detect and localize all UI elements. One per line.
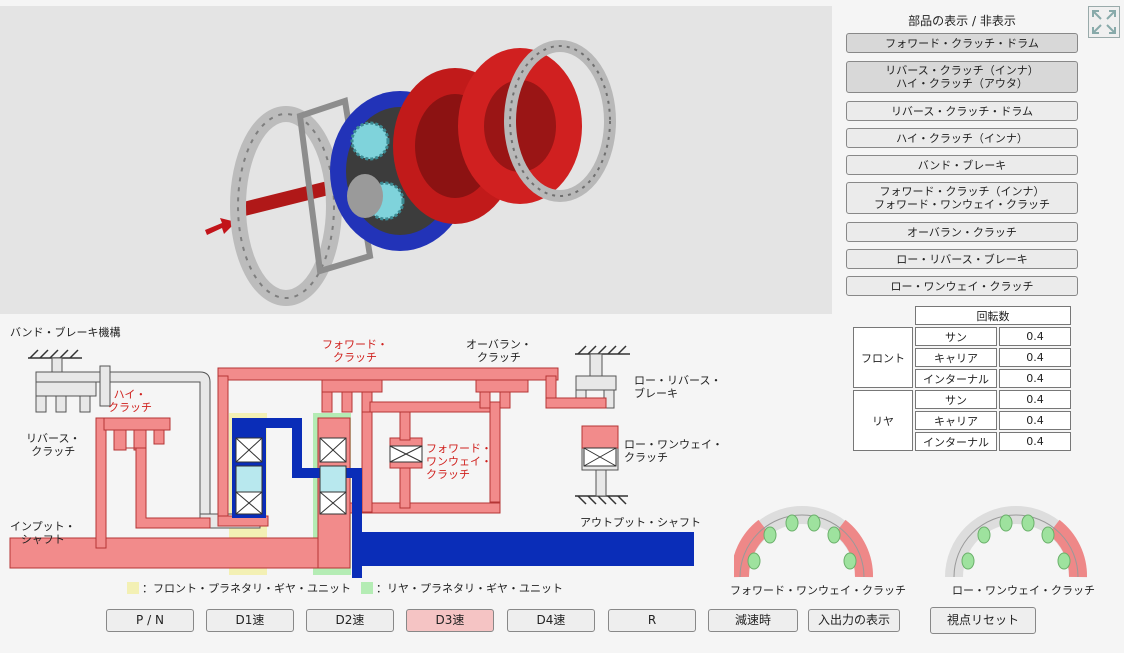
rear-internal-label: インターナル	[915, 432, 997, 451]
toggle-low-reverse-brake[interactable]: ロー・リバース・ブレーキ	[846, 249, 1078, 269]
toggle-low-oneway-clutch[interactable]: ロー・ワンウェイ・クラッチ	[846, 276, 1078, 296]
front-label: フロント	[853, 327, 913, 388]
part-label: リバース・クラッチ・ドラム	[890, 104, 1034, 118]
gear-r-button[interactable]: R	[608, 609, 696, 632]
rotation-table: 回転数 フロント サン 0.4 キャリア 0.4 インターナル 0.4 リヤ サ…	[851, 304, 1073, 453]
toggle-reverse-clutch-inner[interactable]: リバース・クラッチ（インナ） ハイ・クラッチ（アウタ）	[846, 61, 1078, 93]
transmission-3d-model[interactable]	[0, 6, 832, 314]
planetary-units	[235, 437, 617, 515]
gear-d1-button[interactable]: D1速	[206, 609, 294, 632]
input-arrow	[205, 218, 236, 235]
toggle-high-clutch-inner[interactable]: ハイ・クラッチ（インナ）	[846, 128, 1078, 148]
schematic-svg	[9, 345, 694, 594]
part-label: フォワード・ワンウェイ・クラッチ	[874, 198, 1050, 211]
toggle-forward-clutch-inner[interactable]: フォワード・クラッチ（インナ） フォワード・ワンウェイ・クラッチ	[846, 182, 1078, 214]
part-label: フォワード・クラッチ・ドラム	[885, 36, 1039, 50]
3d-viewport[interactable]	[0, 6, 832, 314]
rear-carrier-label: キャリア	[915, 411, 997, 430]
rear-carrier-value: 0.4	[999, 411, 1071, 430]
red-drum-2-inner	[484, 80, 556, 172]
power-flow-diagram: バンド・ブレーキ機構 ハイ・クラッチ リバース・クラッチ フォワード・クラッチ …	[0, 318, 832, 608]
part-label: ハイ・クラッチ（インナ）	[896, 131, 1028, 145]
part-label: バンド・ブレーキ	[917, 158, 1007, 172]
label-input-shaft: インプット・シャフト	[10, 520, 76, 546]
label-low-oneway-wheel: ロー・ワンウェイ・クラッチ	[952, 584, 1095, 597]
label-fwd-oneway-wheel: フォワード・ワンウェイ・クラッチ	[730, 584, 906, 597]
part-label: オーバラン・クラッチ	[907, 225, 1017, 239]
part-label: ロー・ワンウェイ・クラッチ	[890, 279, 1034, 293]
ground-hatches	[28, 345, 630, 505]
toggle-band-brake[interactable]: バンド・ブレーキ	[846, 155, 1078, 175]
front-sun-value: 0.4	[999, 327, 1071, 346]
toggle-reverse-clutch-drum[interactable]: リバース・クラッチ・ドラム	[846, 101, 1078, 121]
low-oneway-wheel	[945, 506, 1087, 578]
legend-rear-label: ：リヤ・プラネタリ・ギヤ・ユニット	[376, 582, 563, 595]
toggle-overrun-clutch[interactable]: オーバラン・クラッチ	[846, 222, 1078, 242]
forward-oneway-wheel	[734, 506, 873, 578]
toggle-forward-clutch-drum[interactable]: フォワード・クラッチ・ドラム	[846, 33, 1078, 53]
front-carrier-label: キャリア	[915, 348, 997, 367]
gear-d4-button[interactable]: D4速	[507, 609, 595, 632]
label-forward-clutch: フォワード・クラッチ	[322, 338, 388, 364]
low-reverse-ring-teeth	[509, 45, 611, 197]
parts-panel-title: 部品の表示 / 非表示	[908, 14, 1016, 28]
label-overrun-clutch: オーバラン・クラッチ	[466, 338, 532, 364]
deceleration-button[interactable]: 減速時	[708, 609, 798, 632]
planet-gear-1	[350, 121, 390, 161]
part-label: ロー・リバース・ブレーキ	[896, 252, 1028, 266]
oneway-wheels	[734, 506, 1087, 578]
label-high-clutch: ハイ・クラッチ	[108, 388, 152, 414]
part-label: ハイ・クラッチ（アウタ）	[896, 77, 1028, 90]
reset-view-button[interactable]: 視点リセット	[930, 607, 1036, 634]
label-output-shaft: アウトプット・シャフト	[580, 516, 701, 529]
part-label: リバース・クラッチ（インナ）	[885, 64, 1039, 77]
gear-d2-button[interactable]: D2速	[306, 609, 394, 632]
legend-front-label: ：フロント・プラネタリ・ギヤ・ユニット	[142, 582, 351, 595]
label-band-brake-mechanism: バンド・ブレーキ機構	[10, 326, 121, 339]
rear-internal-value: 0.4	[999, 432, 1071, 451]
fullscreen-button[interactable]	[1088, 6, 1120, 38]
expand-icon	[1092, 10, 1116, 34]
legend-front-swatch	[127, 582, 139, 594]
gear-pn-button[interactable]: P / N	[106, 609, 194, 632]
rotation-header: 回転数	[915, 306, 1071, 325]
support-frame	[296, 97, 374, 275]
band-brake-ring-teeth	[237, 113, 335, 299]
label-reverse-clutch: リバース・クラッチ	[26, 432, 81, 458]
front-sun-label: サン	[915, 327, 997, 346]
front-carrier-value: 0.4	[999, 348, 1071, 367]
gear-d3-button[interactable]: D3速	[406, 609, 494, 632]
label-low-reverse-brake: ロー・リバース・ブレーキ	[634, 374, 722, 400]
part-label: フォワード・クラッチ（インナ）	[879, 185, 1045, 198]
legend-rear-swatch	[361, 582, 373, 594]
front-internal-value: 0.4	[999, 369, 1071, 388]
center-hub	[347, 174, 383, 218]
rear-label: リヤ	[853, 390, 913, 451]
rear-sun-value: 0.4	[999, 390, 1071, 409]
front-internal-label: インターナル	[915, 369, 997, 388]
label-low-oneway: ロー・ワンウェイ・クラッチ	[624, 438, 723, 464]
show-io-button[interactable]: 入出力の表示	[808, 609, 900, 632]
label-forward-oneway: フォワード・ワンウェイ・クラッチ	[426, 442, 492, 481]
rear-sun-label: サン	[915, 390, 997, 409]
